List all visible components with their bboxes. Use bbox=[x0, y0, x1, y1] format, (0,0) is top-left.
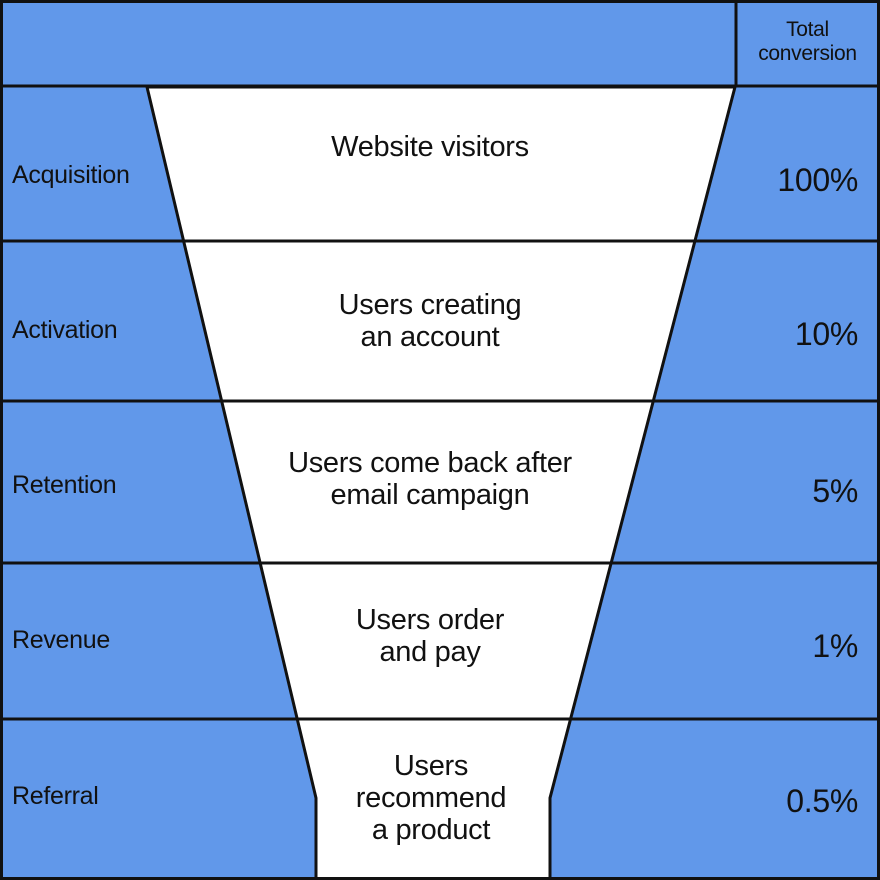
stage-name-retention: Retention bbox=[12, 471, 117, 499]
stage-desc-retention: Users come back after email campaign bbox=[288, 447, 572, 511]
stage-conversion-revenue: 1% bbox=[812, 628, 858, 664]
stage-desc-referral: Users recommend a product bbox=[355, 750, 507, 846]
stage-conversion-referral: 0.5% bbox=[786, 783, 858, 819]
stage-name-activation: Activation bbox=[12, 316, 118, 344]
stage-name-referral: Referral bbox=[12, 782, 99, 810]
stage-desc-revenue: Users order and pay bbox=[355, 604, 505, 668]
stage-conversion-acquisition: 100% bbox=[777, 162, 858, 198]
total-conversion-header: Total conversion bbox=[758, 18, 857, 65]
stage-name-acquisition: Acquisition bbox=[12, 161, 130, 189]
stage-desc-acquisition: Website visitors bbox=[331, 131, 529, 163]
stage-conversion-activation: 10% bbox=[794, 316, 858, 352]
stage-conversion-retention: 5% bbox=[812, 473, 858, 509]
stage-desc-activation: Users creating an account bbox=[338, 289, 522, 353]
stage-name-revenue: Revenue bbox=[12, 626, 110, 654]
